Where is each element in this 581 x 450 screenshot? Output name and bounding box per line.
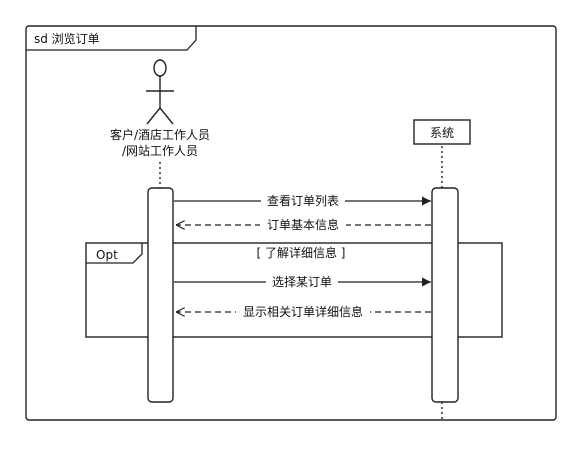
opt-guard: [ 了解详细信息 ] (257, 245, 346, 260)
message-2-label: 订单基本信息 (267, 217, 339, 232)
stick-figure-icon (146, 59, 174, 125)
activation-user (147, 187, 174, 403)
actor-system-label: 系统 (430, 126, 454, 140)
message-select-order: 选择某订单 (174, 274, 431, 289)
opt-fragment: Opt [ 了解详细信息 ] (85, 242, 503, 338)
actor-user: 客户/酒店工作人员 /网站工作人员 (110, 59, 210, 158)
actor-user-label-line2: /网站工作人员 (122, 144, 198, 158)
message-1-label: 查看订单列表 (267, 194, 339, 208)
frame-label: sd 浏览订单 (34, 31, 100, 46)
opt-operator: Opt (96, 248, 118, 262)
actor-system: 系统 (413, 119, 471, 145)
message-view-order-list: 查看订单列表 (174, 193, 431, 208)
system-box (413, 119, 471, 145)
message-4-label: 显示相关订单详细信息 (243, 304, 363, 319)
activation-system (431, 187, 459, 403)
actor-user-label-line1: 客户/酒店工作人员 (110, 127, 210, 142)
message-order-basic-info: 订单基本信息 (176, 217, 431, 232)
message-show-order-details: 显示相关订单详细信息 (176, 304, 431, 319)
message-3-label: 选择某订单 (272, 275, 332, 289)
